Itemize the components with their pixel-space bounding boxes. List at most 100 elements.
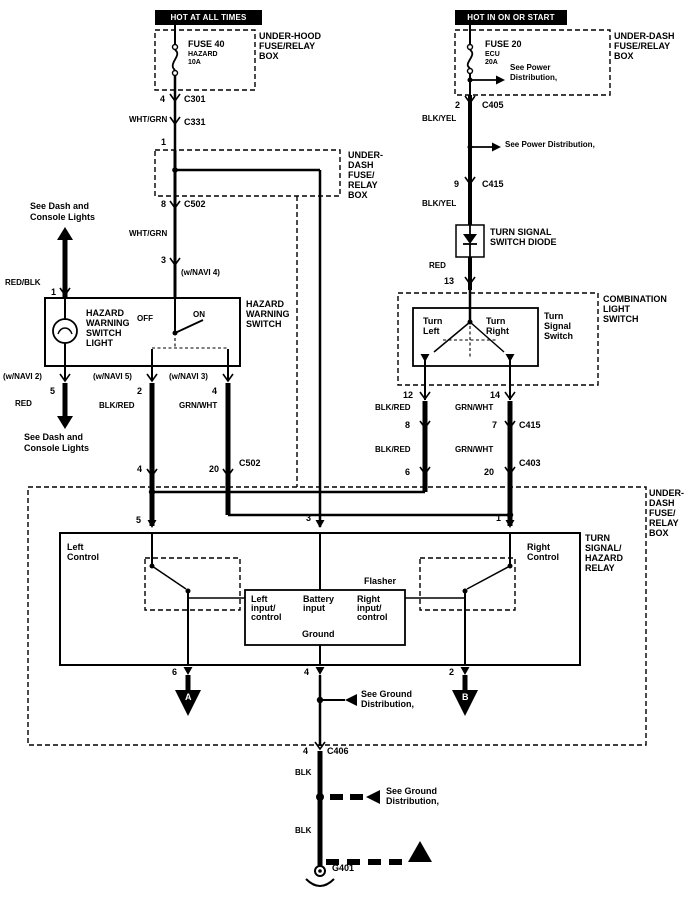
contact-arrow-icon	[420, 354, 430, 362]
hazard-switch-internals	[52, 318, 228, 349]
left-control-label: Control	[67, 552, 99, 562]
pin-label: 8	[405, 420, 411, 430]
note-see-power: See Power	[510, 63, 551, 72]
pin-label: 3	[306, 513, 312, 523]
pin-label: 4	[303, 746, 309, 756]
relay-label: TURN	[585, 533, 610, 543]
switch-linkage	[152, 338, 228, 349]
connector-label-c502: C502	[184, 199, 206, 209]
pin-label: 8	[161, 199, 167, 209]
flasher-label: Flasher	[364, 576, 397, 586]
note-see-dash: Console Lights	[24, 443, 89, 453]
connector-chevrons	[59, 93, 516, 750]
junction-dots	[148, 77, 514, 801]
pin-label: 13	[444, 276, 455, 286]
switch-lever-icon	[174, 319, 204, 334]
power-banner-hot-at-all-times: HOT AT ALL TIMES	[155, 10, 262, 25]
wire-color-label: BLK/YEL	[422, 114, 457, 123]
lamp-icon	[52, 318, 78, 344]
underdash-box-label: FUSE/	[649, 508, 676, 518]
wire-color-label: WHT/GRN	[129, 115, 168, 124]
hazard-switch-light-label: LIGHT	[86, 338, 113, 348]
ground-id-label: G401	[332, 863, 355, 873]
underdash-box-label: UNDER-DASH	[614, 31, 675, 41]
right-control-label: Control	[527, 552, 559, 562]
see-dash-arrow-icon	[57, 416, 73, 429]
wire-color-label: GRN/WHT	[455, 445, 494, 454]
pin-label: 4	[212, 386, 218, 396]
splice-up-icon	[408, 841, 432, 862]
turn-signal-switch-internals	[420, 308, 515, 362]
fuse-20-rating: 20A	[485, 59, 498, 66]
pin-label: 20	[484, 467, 495, 477]
pin-label: 9	[454, 179, 460, 189]
relay-internals	[149, 563, 513, 594]
turn-signal-switch-label: Switch	[544, 331, 574, 341]
turn-left-label: Turn	[423, 316, 443, 326]
connector-label-c502: C502	[239, 458, 261, 468]
pin-label: 20	[209, 464, 220, 474]
connector-label-c301: C301	[184, 94, 206, 104]
fuse-40-rating: 10A	[188, 59, 201, 66]
underhood-box-label: BOX	[259, 51, 279, 61]
note-see-dash: See Dash and	[24, 432, 84, 442]
underhood-box-label: UNDER-HOOD	[259, 31, 321, 41]
diode-icon	[463, 225, 477, 257]
switch-lever-icon	[469, 321, 505, 353]
splice-b-letter: B	[462, 692, 469, 702]
reference-arrows	[57, 75, 505, 804]
note-see-dash: Console Lights	[30, 212, 95, 222]
switch-lever-icon	[433, 321, 471, 353]
flasher-left-input-label: input/	[251, 603, 276, 613]
pin-label: 6	[405, 467, 411, 477]
connector-label-c331: C331	[184, 117, 206, 127]
pin-label: 12	[403, 390, 414, 400]
splice-a-icon	[175, 690, 201, 716]
hazard-switch-light-label: HAZARD	[86, 308, 124, 318]
power-banner-hot-in-on-or-start: HOT IN ON OR START	[455, 10, 567, 25]
fuse-40-name: FUSE 40	[188, 39, 225, 49]
underdash-box-label: DASH	[649, 498, 675, 508]
underdash-box-label: UNDER-	[348, 150, 383, 160]
hazard-switch-box	[44, 297, 241, 367]
see-dash-arrow-icon	[57, 227, 73, 240]
connector-label-c415: C415	[519, 420, 541, 430]
turn-signal-switch-label: Signal	[544, 321, 572, 331]
left-control-label: Left	[67, 542, 84, 552]
pin-label: 6	[172, 667, 178, 677]
note-see-power: Distribution,	[510, 73, 558, 82]
pin-label: 2	[455, 100, 461, 110]
underdash-box-label: BOX	[649, 528, 669, 538]
diode-label: TURN SIGNAL	[490, 227, 552, 237]
splice-a-letter: A	[185, 692, 192, 702]
see-power-arrow-icon	[496, 75, 505, 85]
pin-label: 5	[50, 386, 56, 396]
wire-color-label: BLK/RED	[375, 403, 411, 412]
wire-color-label: BLK/YEL	[422, 199, 457, 208]
wire-color-label: RED/BLK	[5, 278, 41, 287]
switch-linkage	[443, 326, 497, 358]
hazard-switch-label: WARNING	[246, 309, 290, 319]
see-power-arrow-icon	[492, 142, 501, 152]
underdash-box-label: FUSE/	[348, 170, 375, 180]
wire-color-label: GRN/WHT	[179, 401, 218, 410]
fuse-20-rating: ECU	[485, 51, 500, 58]
pin-label: 7	[492, 420, 498, 430]
pin-label: 4	[304, 667, 310, 677]
turn-left-label: Left	[423, 326, 440, 336]
lamp-filament-icon	[57, 327, 73, 335]
ground-icon	[305, 865, 335, 887]
wire-color-label: BLK/RED	[99, 401, 135, 410]
combination-switch-label: LIGHT	[603, 304, 630, 314]
connector-label-c403: C403	[519, 458, 541, 468]
splice-triangles	[175, 690, 478, 862]
wire-color-label: WHT/GRN	[129, 229, 168, 238]
flasher-battery-label: input	[303, 603, 325, 613]
connector-label-c406: C406	[327, 746, 349, 756]
turn-right-label: Turn	[486, 316, 506, 326]
flasher-left-input-label: Left	[251, 594, 268, 604]
wire-color-label: BLK	[295, 826, 312, 835]
wire-color-label: BLK	[295, 768, 312, 777]
